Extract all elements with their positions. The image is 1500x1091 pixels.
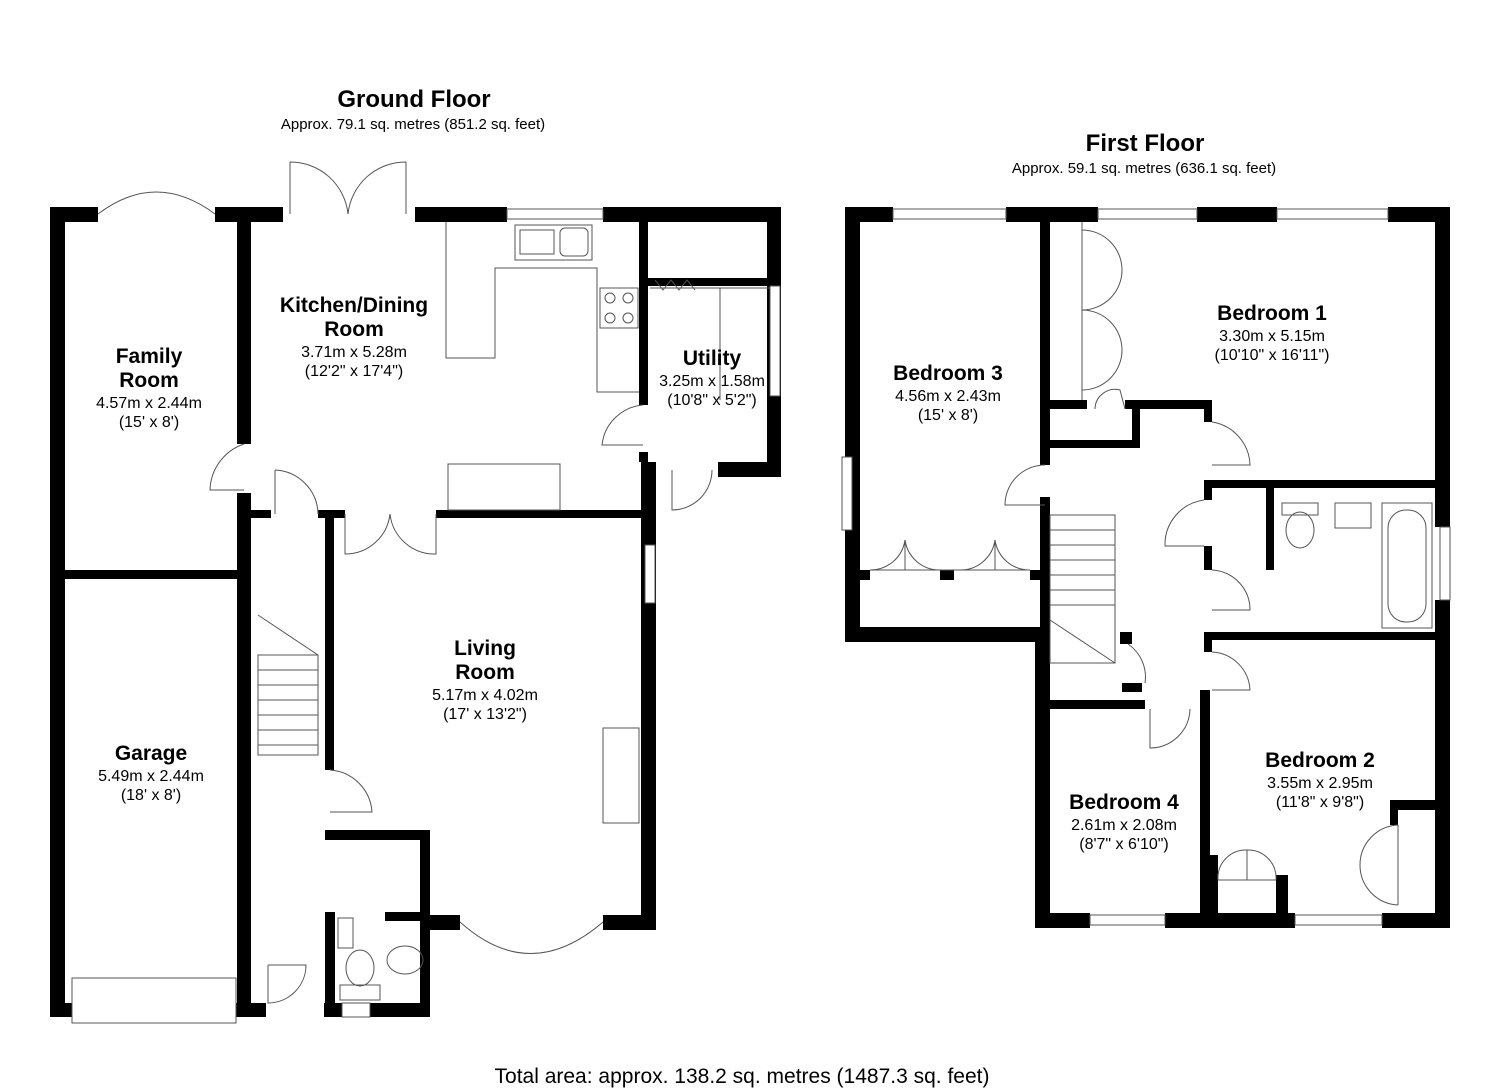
room-garage-name: Garage (115, 742, 187, 765)
room-living-imperial: (17' x 13'2") (443, 706, 527, 723)
room-bedroom-4-metric: 2.61m x 2.08m (1071, 817, 1177, 834)
room-utility-name: Utility (683, 347, 742, 370)
room-living-metric: 5.17m x 4.02m (432, 687, 538, 704)
room-utility-imperial: (10'8" x 5'2") (667, 392, 757, 409)
room-garage-metric: 5.49m x 2.44m (98, 768, 204, 785)
room-bedroom-2-metric: 3.55m x 2.95m (1267, 775, 1373, 792)
room-bedroom-1-imperial: (10'10" x 16'11") (1214, 347, 1329, 364)
room-bedroom-4-imperial: (8'7" x 6'10") (1079, 836, 1169, 853)
room-family-imperial: (15' x 8') (119, 414, 179, 431)
room-bedroom-2-imperial: (11'8" x 9'8") (1276, 794, 1364, 811)
ground-floor (50, 161, 781, 1024)
first-floor-area: Approx. 59.1 sq. metres (636.1 sq. feet) (1012, 160, 1276, 177)
room-bedroom-3-metric: 4.56m x 2.43m (895, 388, 1001, 405)
ground-floor-area: Approx. 79.1 sq. metres (851.2 sq. feet) (281, 116, 545, 133)
room-living-name-2: Room (455, 661, 515, 684)
room-utility-metric: 3.25m x 1.58m (659, 373, 765, 390)
room-kitchen-metric: 3.71m x 5.28m (301, 344, 407, 361)
room-bedroom-1-metric: 3.30m x 5.15m (1219, 328, 1325, 345)
room-kitchen-name-2: Room (324, 318, 384, 341)
first-floor (841, 207, 1451, 928)
total-area: Total area: approx. 138.2 sq. metres (14… (495, 1065, 990, 1088)
room-bedroom-3-imperial: (15' x 8') (918, 407, 978, 424)
room-kitchen-name: Kitchen/Dining (280, 294, 428, 317)
room-garage-imperial: (18' x 8') (121, 787, 181, 804)
room-family-name-2: Room (119, 369, 179, 392)
ground-floor-title: Ground Floor (337, 86, 490, 113)
room-bedroom-2-name: Bedroom 2 (1265, 749, 1375, 772)
room-bedroom-4-name: Bedroom 4 (1069, 791, 1179, 814)
first-floor-title: First Floor (1086, 130, 1205, 157)
room-living-name: Living (454, 637, 516, 660)
room-bedroom-3-name: Bedroom 3 (893, 362, 1003, 385)
room-kitchen-imperial: (12'2" x 17'4") (305, 363, 403, 380)
room-bedroom-1-name: Bedroom 1 (1217, 302, 1327, 325)
room-family-name: Family (116, 345, 183, 368)
room-family-metric: 4.57m x 2.44m (96, 395, 202, 412)
